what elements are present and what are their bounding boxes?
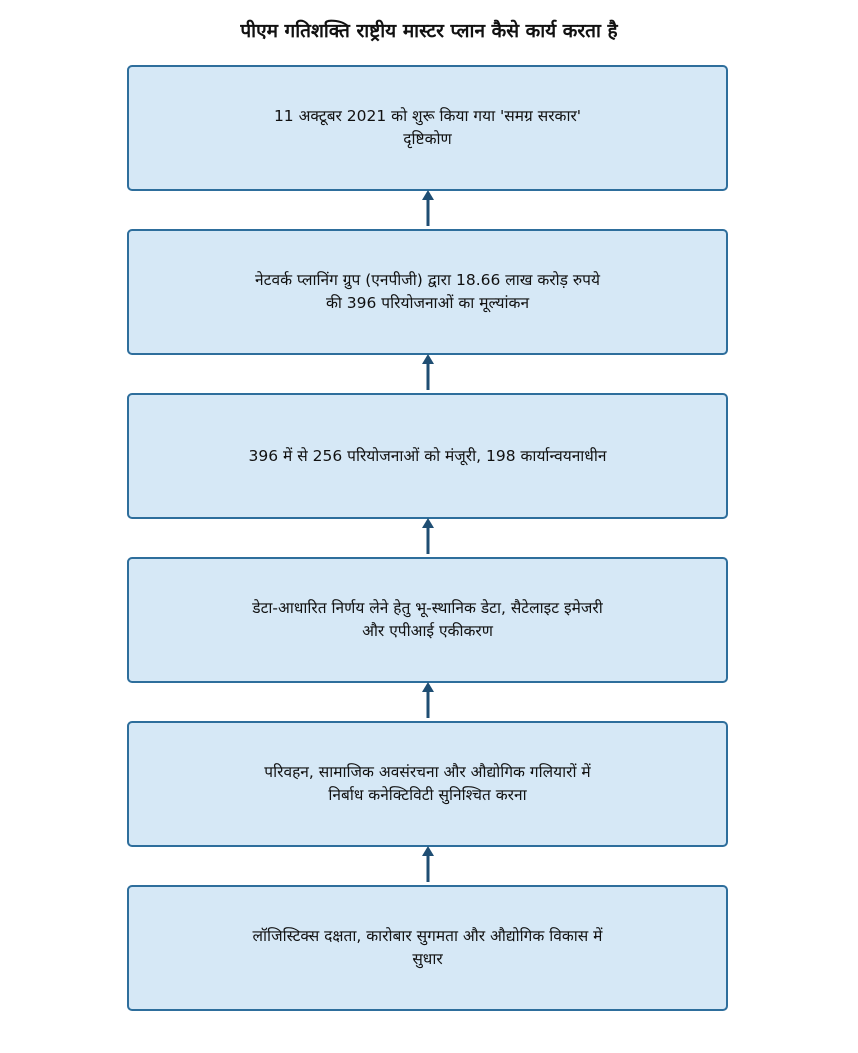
- flow-step-6-text: लॉजिस्टिक्स दक्षता, कारोबार सुगमता और औद…: [252, 927, 603, 968]
- flow-step-4-text: डेटा-आधारित निर्णय लेने हेतु भू-स्थानिक …: [252, 599, 603, 640]
- flow-step-1: 11 अक्टूबर 2021 को शुरू किया गया 'समग्र …: [127, 65, 728, 191]
- arrow-up-icon: [422, 190, 434, 226]
- arrow-up-icon: [422, 846, 434, 882]
- flow-step-6: लॉजिस्टिक्स दक्षता, कारोबार सुगमता और औद…: [127, 885, 728, 1011]
- flow-step-1-text: 11 अक्टूबर 2021 को शुरू किया गया 'समग्र …: [273, 107, 582, 148]
- flow-step-3: 396 में से 256 परियोजनाओं को मंजूरी, 198…: [127, 393, 728, 519]
- arrow-up-icon: [422, 518, 434, 554]
- arrow-up-icon: [422, 682, 434, 718]
- flow-step-3-text: 396 में से 256 परियोजनाओं को मंजूरी, 198…: [248, 446, 607, 465]
- diagram-title: पीएम गतिशक्ति राष्ट्रीय मास्टर प्लान कैस…: [240, 20, 618, 42]
- flow-step-2-text: नेटवर्क प्लानिंग ग्रुप (एनपीजी) द्वारा 1…: [255, 271, 600, 312]
- flow-step-5-text: परिवहन, सामाजिक अवसंरचना और औद्योगिक गलि…: [264, 763, 591, 804]
- flow-step-4: डेटा-आधारित निर्णय लेने हेतु भू-स्थानिक …: [127, 557, 728, 683]
- flow-step-5: परिवहन, सामाजिक अवसंरचना और औद्योगिक गलि…: [127, 721, 728, 847]
- flow-step-2: नेटवर्क प्लानिंग ग्रुप (एनपीजी) द्वारा 1…: [127, 229, 728, 355]
- arrow-up-icon: [422, 354, 434, 390]
